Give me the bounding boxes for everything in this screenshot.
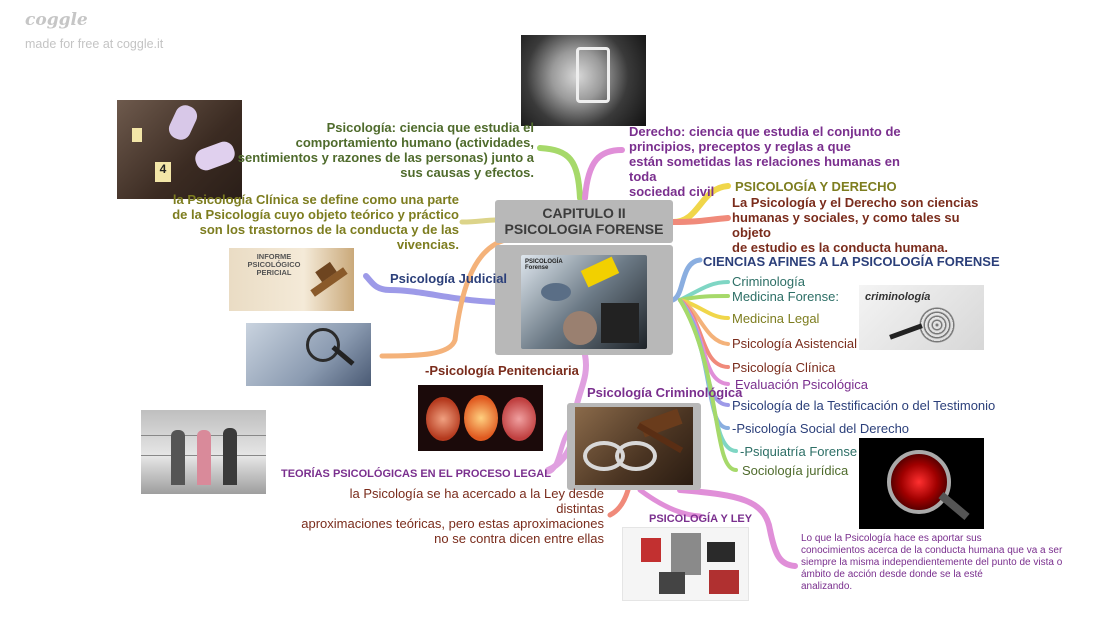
teorias-psicologicas-text[interactable]: la Psicología se ha acercado a la Ley de… (301, 486, 604, 546)
derecho-definition-node[interactable]: Derecho: ciencia que estudia el conjunto… (629, 124, 901, 199)
ciencias-item-criminologia[interactable]: Criminología (732, 274, 805, 289)
gavel-image-frame (567, 403, 701, 490)
ciencias-item-psicologia-testificacion[interactable]: Psicología de la Testificación o del Tes… (732, 398, 996, 413)
coggle-logo: coggle (25, 10, 88, 30)
branch-psico-ley-text (677, 487, 798, 569)
branch-sociologia (678, 298, 738, 472)
branch-clinica (459, 217, 498, 225)
branch-psico-derecho-text (670, 215, 731, 225)
psicologia-ley-collage-image (622, 527, 749, 601)
central-topic-line1: CAPITULO II (542, 205, 626, 221)
crime-scene-evidence-image: 4 (117, 100, 242, 199)
ciencias-item-medicina-legal[interactable]: Medicina Legal (732, 311, 820, 326)
central-topic[interactable]: CAPITULO II PSICOLOGIA FORENSE (495, 200, 673, 243)
brain-scan-image (418, 385, 543, 451)
ciencias-item-medicina-forense[interactable]: Medicina Forense: (732, 289, 839, 304)
psicologia-y-derecho-title[interactable]: PSICOLOGÍA Y DERECHO (735, 179, 897, 194)
ciencias-item-psicologia-social-derecho[interactable]: -Psicología Social del Derecho (732, 421, 910, 436)
ciencias-item-sociologia-juridica[interactable]: Sociología jurídica (742, 463, 849, 478)
ciencias-item-psicologia-asistencial[interactable]: Psicología Asistencial (732, 336, 858, 351)
branch-teorias-text (607, 487, 631, 518)
forensics-collage-image: PSICOLOGÍA Forense (521, 255, 647, 349)
lineup-image (141, 410, 266, 494)
psicologia-clinica-definition-node[interactable]: la Psicología Clínica se define como una… (172, 192, 459, 252)
branch-ciencias (670, 257, 703, 303)
criminologia-fingerprint-image: criminología (859, 285, 984, 350)
central-topic-line2: PSICOLOGIA FORENSE (504, 221, 664, 237)
branch-derecho (582, 147, 625, 201)
ciencias-item-psiquiatria-forense[interactable]: -Psiquiatría Forense (740, 444, 858, 459)
brain-xray-image (521, 35, 646, 126)
ciencias-item-psicologia-clinica[interactable]: Psicología Clínica (732, 360, 836, 375)
fingerprint-magnifier-image (246, 323, 371, 386)
ciencias-item-evaluacion-psicologica[interactable]: Evaluación Psicológica (735, 377, 868, 392)
branch-medicina-forense (678, 294, 730, 302)
psicologia-penitenciaria-node[interactable]: -Psicología Penitenciaria (425, 363, 579, 378)
gavel-handcuffs-image (575, 407, 693, 485)
branch-penitenciaria (379, 237, 508, 359)
psicologia-criminologica-node[interactable]: Psicología Criminológica (587, 385, 743, 400)
teorias-psicologicas-title[interactable]: TEORÍAS PSICOLÓGICAS EN EL PROCESO LEGAL (281, 468, 551, 480)
branch-psicologia (537, 145, 583, 201)
ciencias-afines-title[interactable]: CIENCIAS AFINES A LA PSICOLOGÍA FORENSE (703, 254, 1000, 269)
psicologia-y-ley-title[interactable]: PSICOLOGÍA Y LEY (649, 513, 753, 525)
psicologia-y-ley-text[interactable]: Lo que la Psicología hace es aportar sus… (801, 533, 1063, 592)
central-topic-image-frame: PSICOLOGÍA Forense (495, 245, 673, 355)
made-with-coggle-tagline: made for free at coggle.it (25, 37, 164, 51)
red-fingerprint-magnifier-image (859, 438, 984, 529)
psicologia-judicial-node[interactable]: Psicología Judicial (390, 271, 508, 286)
branch-psico-ley (637, 487, 703, 519)
